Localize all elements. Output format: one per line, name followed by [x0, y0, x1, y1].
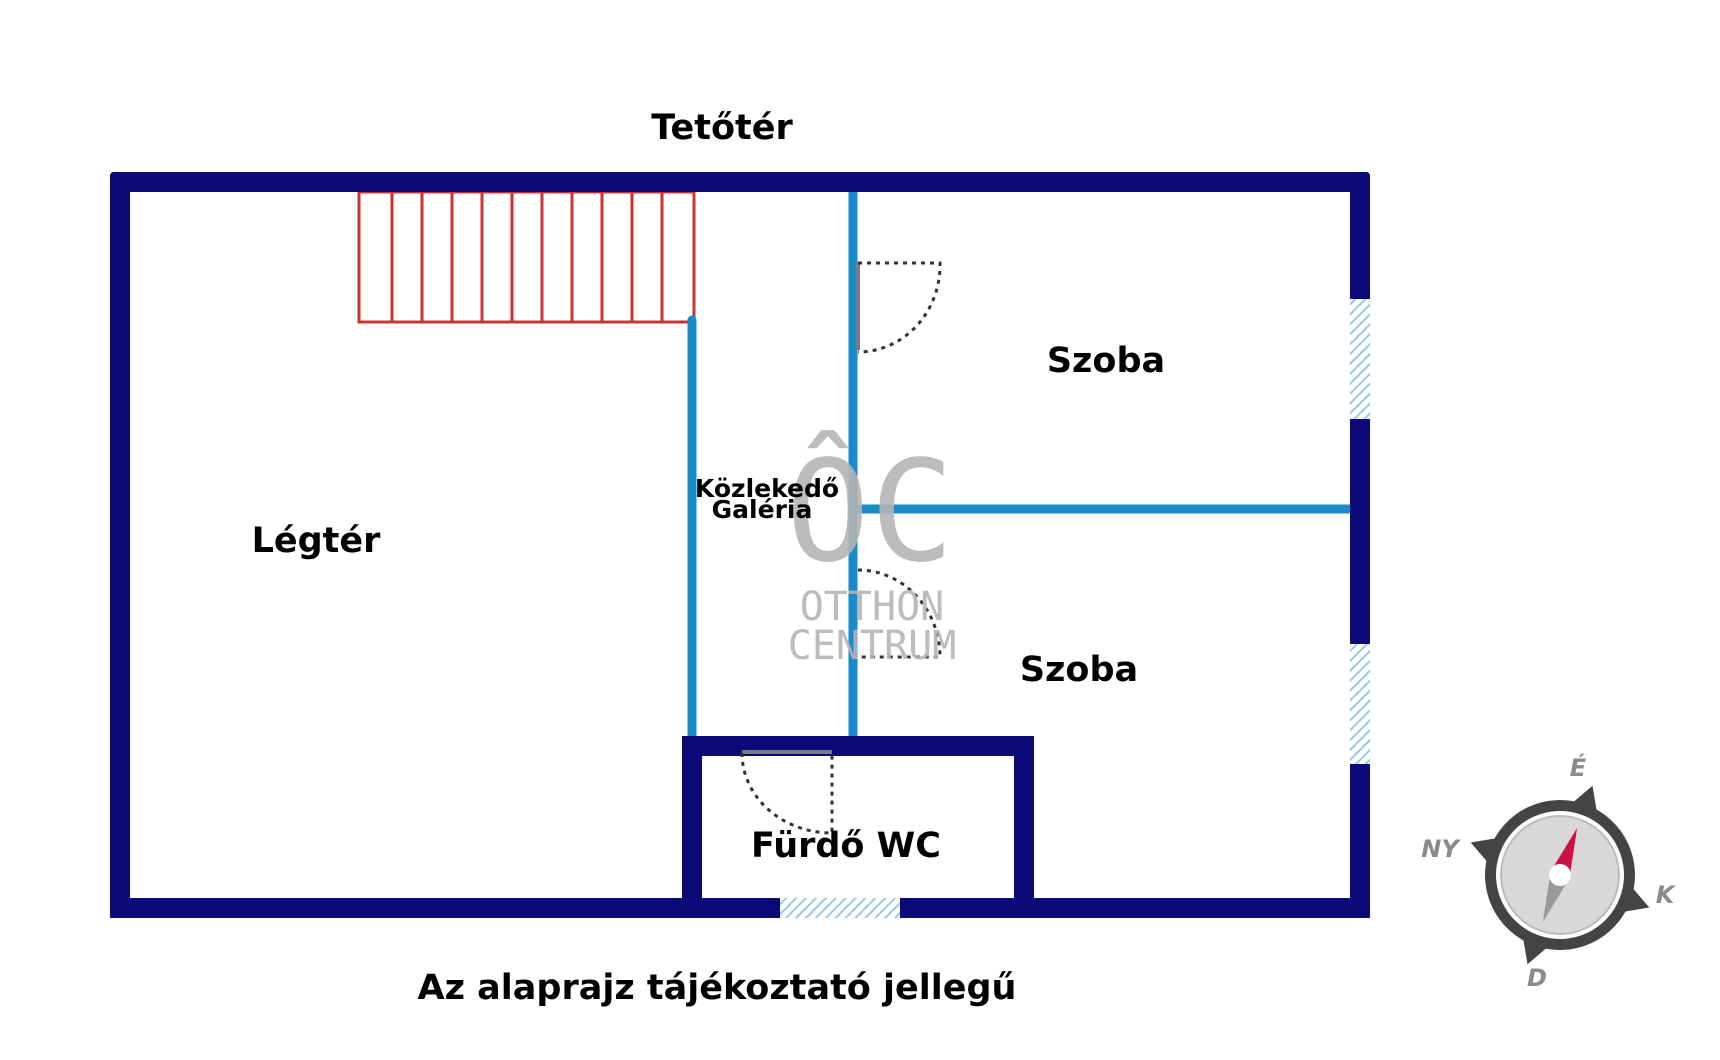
room-label-szoba-top: Szoba — [1047, 341, 1165, 381]
window-bottom — [780, 898, 900, 918]
window-right-top — [1350, 299, 1370, 419]
watermark-mark: ÔC — [786, 429, 955, 594]
page-title: Tetőtér — [651, 108, 793, 148]
staircase — [357, 190, 696, 324]
watermark-line1: OTTHON — [800, 584, 945, 630]
inner-walls — [687, 187, 1357, 745]
windows — [780, 299, 1370, 918]
room-label-kozlekedo: Közlekedő — [695, 474, 839, 503]
compass — [1470, 785, 1650, 965]
compass-label-north: É — [1570, 753, 1587, 782]
room-label-legter: Légtér — [252, 521, 382, 561]
disclaimer-note: Az alaprajz tájékoztató jellegű — [418, 968, 1017, 1008]
window-right-bottom — [1350, 644, 1370, 764]
room-label-galeria: Galéria — [712, 495, 813, 524]
compass-label-west: NY — [1421, 835, 1461, 863]
room-label-furdo-wc: Fürdő WC — [751, 826, 941, 866]
room-label-szoba-bottom: Szoba — [1020, 650, 1138, 690]
watermark-logo: ÔC OTTHON CENTRUM — [786, 429, 957, 669]
doors — [740, 261, 942, 835]
compass-label-south: D — [1527, 964, 1547, 992]
watermark-line2: CENTRUM — [788, 623, 957, 669]
outer-walls — [110, 172, 1370, 918]
compass-label-east: K — [1656, 881, 1677, 909]
